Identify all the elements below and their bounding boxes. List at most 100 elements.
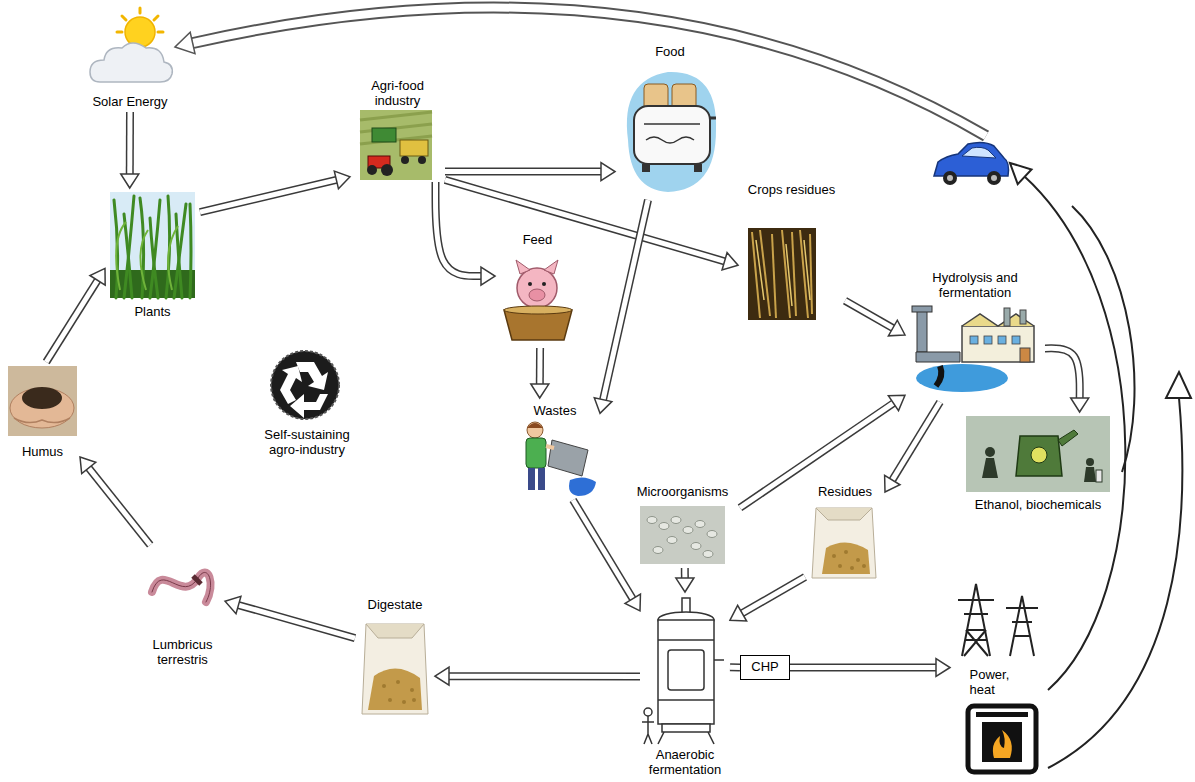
flow-arrow: [435, 667, 640, 685]
heater-icon: [968, 706, 1036, 772]
flow-arrow: [1045, 348, 1089, 412]
flow-arrow: [573, 500, 640, 611]
arrow-head: [730, 605, 747, 621]
arrow-body: [573, 500, 633, 599]
arrow-outline: [1045, 348, 1080, 398]
flow-arrow: [730, 577, 805, 621]
arrow-body: [445, 180, 725, 261]
arrow-body: [845, 301, 893, 328]
earthworm-icon: [152, 572, 211, 602]
return-arrow: [175, 8, 986, 136]
sun-cloud-icon: [90, 8, 172, 82]
label-holder: Self-sustaining agro-industry: [252, 428, 362, 458]
arrow-outline: [603, 200, 648, 400]
arrow-body: [740, 403, 893, 508]
food-icon: [627, 72, 716, 192]
arrow-head: [594, 398, 612, 414]
arrow-outline: [740, 403, 893, 508]
crops-residues-icon: [748, 228, 816, 320]
node-label: Ethanol, biochemicals: [960, 498, 1116, 513]
power-heat-node: Power, heat: [950, 575, 1045, 700]
digestate-node: Digestate: [355, 595, 435, 718]
node-label: CHP: [742, 660, 788, 675]
arrow-body: [892, 402, 940, 480]
arrow-body: [127, 112, 132, 174]
flow-arrow: [445, 163, 615, 181]
arrow-head: [722, 253, 738, 270]
feed-icon: [504, 260, 572, 340]
humus-node: Humus: [5, 362, 80, 462]
node-label: Microorganisms: [627, 485, 738, 500]
flow-arrow: [845, 301, 905, 336]
arrow-head: [80, 457, 96, 474]
flow-arrow: [200, 171, 350, 212]
food-node: Food: [615, 42, 725, 200]
energy-return-line: [1010, 163, 1191, 768]
node-label: Crops residues: [740, 183, 843, 198]
arrow-head: [1071, 398, 1089, 412]
arrow-head: [888, 395, 905, 410]
arrow-head: [531, 384, 549, 398]
arrow-body: [790, 665, 936, 670]
sun-node: Solar Energy: [80, 10, 180, 112]
arrow-body: [436, 182, 482, 276]
arrow-outline: [573, 500, 633, 599]
factory-icon: [912, 306, 1034, 392]
arrow-body: [682, 568, 687, 578]
residues-node: Residues: [805, 482, 885, 582]
crops-residues-node: Crops residues: [738, 180, 845, 322]
arrow-head: [888, 320, 905, 336]
node-label: Wastes: [512, 404, 598, 419]
wastes-node: Wastes: [510, 398, 600, 500]
arrow-outline: [449, 672, 640, 680]
node-label: Lumbricus terrestris: [142, 638, 223, 668]
arrow-outline: [845, 301, 893, 328]
car-icon: [934, 142, 1009, 185]
arrow-body: [46, 280, 97, 362]
flow-arrow: [445, 180, 738, 270]
node-label: Humus: [7, 445, 78, 460]
arrow-body: [449, 674, 640, 679]
flow-arrow: [676, 568, 694, 592]
fermenter-node: Anaerobic fermentation: [640, 592, 730, 780]
arrow-outline: [742, 577, 805, 613]
earthworm-node: Lumbricus terrestris: [140, 545, 225, 670]
arrow-head: [625, 594, 640, 611]
arrow-body: [603, 200, 648, 400]
arrow-outline: [126, 112, 134, 174]
node-label: Feed: [497, 233, 578, 248]
node-label: Residues: [807, 485, 883, 500]
flow-arrow: [80, 457, 150, 545]
wastes-icon: [526, 422, 596, 496]
arrow-body: [89, 468, 150, 545]
arrow-head: [121, 174, 139, 188]
recycle-symbol: [271, 351, 339, 419]
arrow-outline: [536, 348, 544, 384]
humus-icon: [8, 366, 77, 436]
pylon-icon: [958, 584, 1038, 656]
node-label: Food: [617, 45, 723, 60]
agri-food-node: Agri-food industry: [350, 76, 445, 182]
flow-arrow: [46, 268, 105, 362]
flow-arrow: [740, 395, 905, 508]
arrow-outline: [89, 468, 150, 545]
arrow-body: [445, 169, 601, 174]
hydrolysis-node: Hydrolysis and fermentation: [905, 268, 1045, 402]
caption-label: Self-sustaining agro-industry: [252, 428, 362, 458]
node-label: Anaerobic fermentation: [642, 748, 728, 778]
arrow-body: [1045, 348, 1080, 398]
feed-node: Feed: [495, 230, 580, 348]
node-label: Digestate: [357, 598, 433, 613]
node-label: Plants: [107, 305, 198, 320]
arrow-body: [742, 577, 805, 613]
flow-arrow: [594, 200, 648, 413]
arrow-head: [601, 163, 615, 181]
arrow-head: [90, 268, 105, 285]
arrow-body: [730, 665, 740, 670]
arrow-head: [481, 267, 495, 285]
node-label: Solar Energy: [82, 95, 178, 110]
plants-icon: [110, 192, 195, 298]
ethanol-icon: [966, 416, 1110, 492]
process-box: CHP: [740, 655, 790, 680]
